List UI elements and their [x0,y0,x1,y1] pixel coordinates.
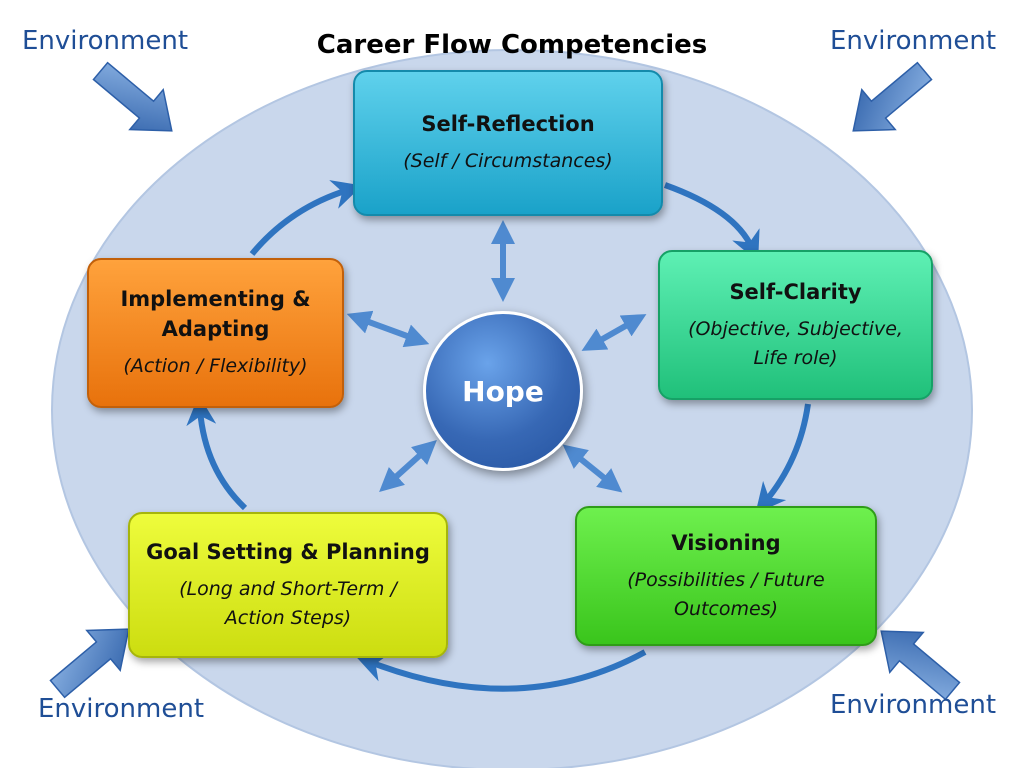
self-clarity-title: Self-Clarity [729,279,862,304]
environment-arrow-bottom-right [880,630,961,701]
double-arrow-hope-visioning [562,444,623,493]
double-arrow-hope-goal [379,439,437,493]
flow-arrow-clarity-to-visioning [755,403,811,514]
self-reflection-subtitle: (Self / Circumstances) [403,150,613,173]
hope-label: Hope [462,374,544,408]
visioning-box: Visioning (Possibilities / Future Outcom… [575,506,877,646]
flow-arrow-reflection-to-clarity [663,182,760,262]
environment-label-bottom-left: Environment [38,694,205,724]
visioning-title: Visioning [671,530,781,555]
environment-arrow-top-left [92,61,173,132]
environment-label-top-right: Environment [830,26,997,56]
implementing-adapting-title: Implementing & Adapting [120,287,311,341]
double-arrow-hope-implementing [346,310,430,348]
self-clarity-subtitle: (Objective, Subjective, Life role) [688,318,903,369]
self-clarity-box: Self-Clarity (Objective, Subjective, Lif… [658,250,933,400]
implementing-adapting-box: Implementing & Adapting (Action / Flexib… [87,258,344,408]
hope-circle: Hope [423,311,583,471]
environment-arrow-top-right [852,61,933,132]
flow-arrow-implementing-to-reflection [249,180,363,256]
self-reflection-title: Self-Reflection [421,112,595,137]
goal-setting-title: Goal Setting & Planning [146,539,430,564]
visioning-subtitle: (Possibilities / Future Outcomes) [627,569,825,620]
double-arrow-hope-clarity [581,314,647,351]
flow-arrow-visioning-to-goal [356,649,647,692]
flow-arrow-goal-to-implementing [186,395,248,511]
goal-setting-subtitle: (Long and Short-Term / Action Steps) [179,578,397,629]
goal-setting-box: Goal Setting & Planning (Long and Short-… [128,512,448,658]
environment-label-top-left: Environment [22,26,189,56]
diagram-title: Career Flow Competencies [316,30,708,60]
implementing-adapting-subtitle: (Action / Flexibility) [123,355,308,378]
environment-label-bottom-right: Environment [830,690,997,720]
environment-arrow-bottom-left [49,628,130,699]
self-reflection-box: Self-Reflection (Self / Circumstances) [353,70,663,216]
